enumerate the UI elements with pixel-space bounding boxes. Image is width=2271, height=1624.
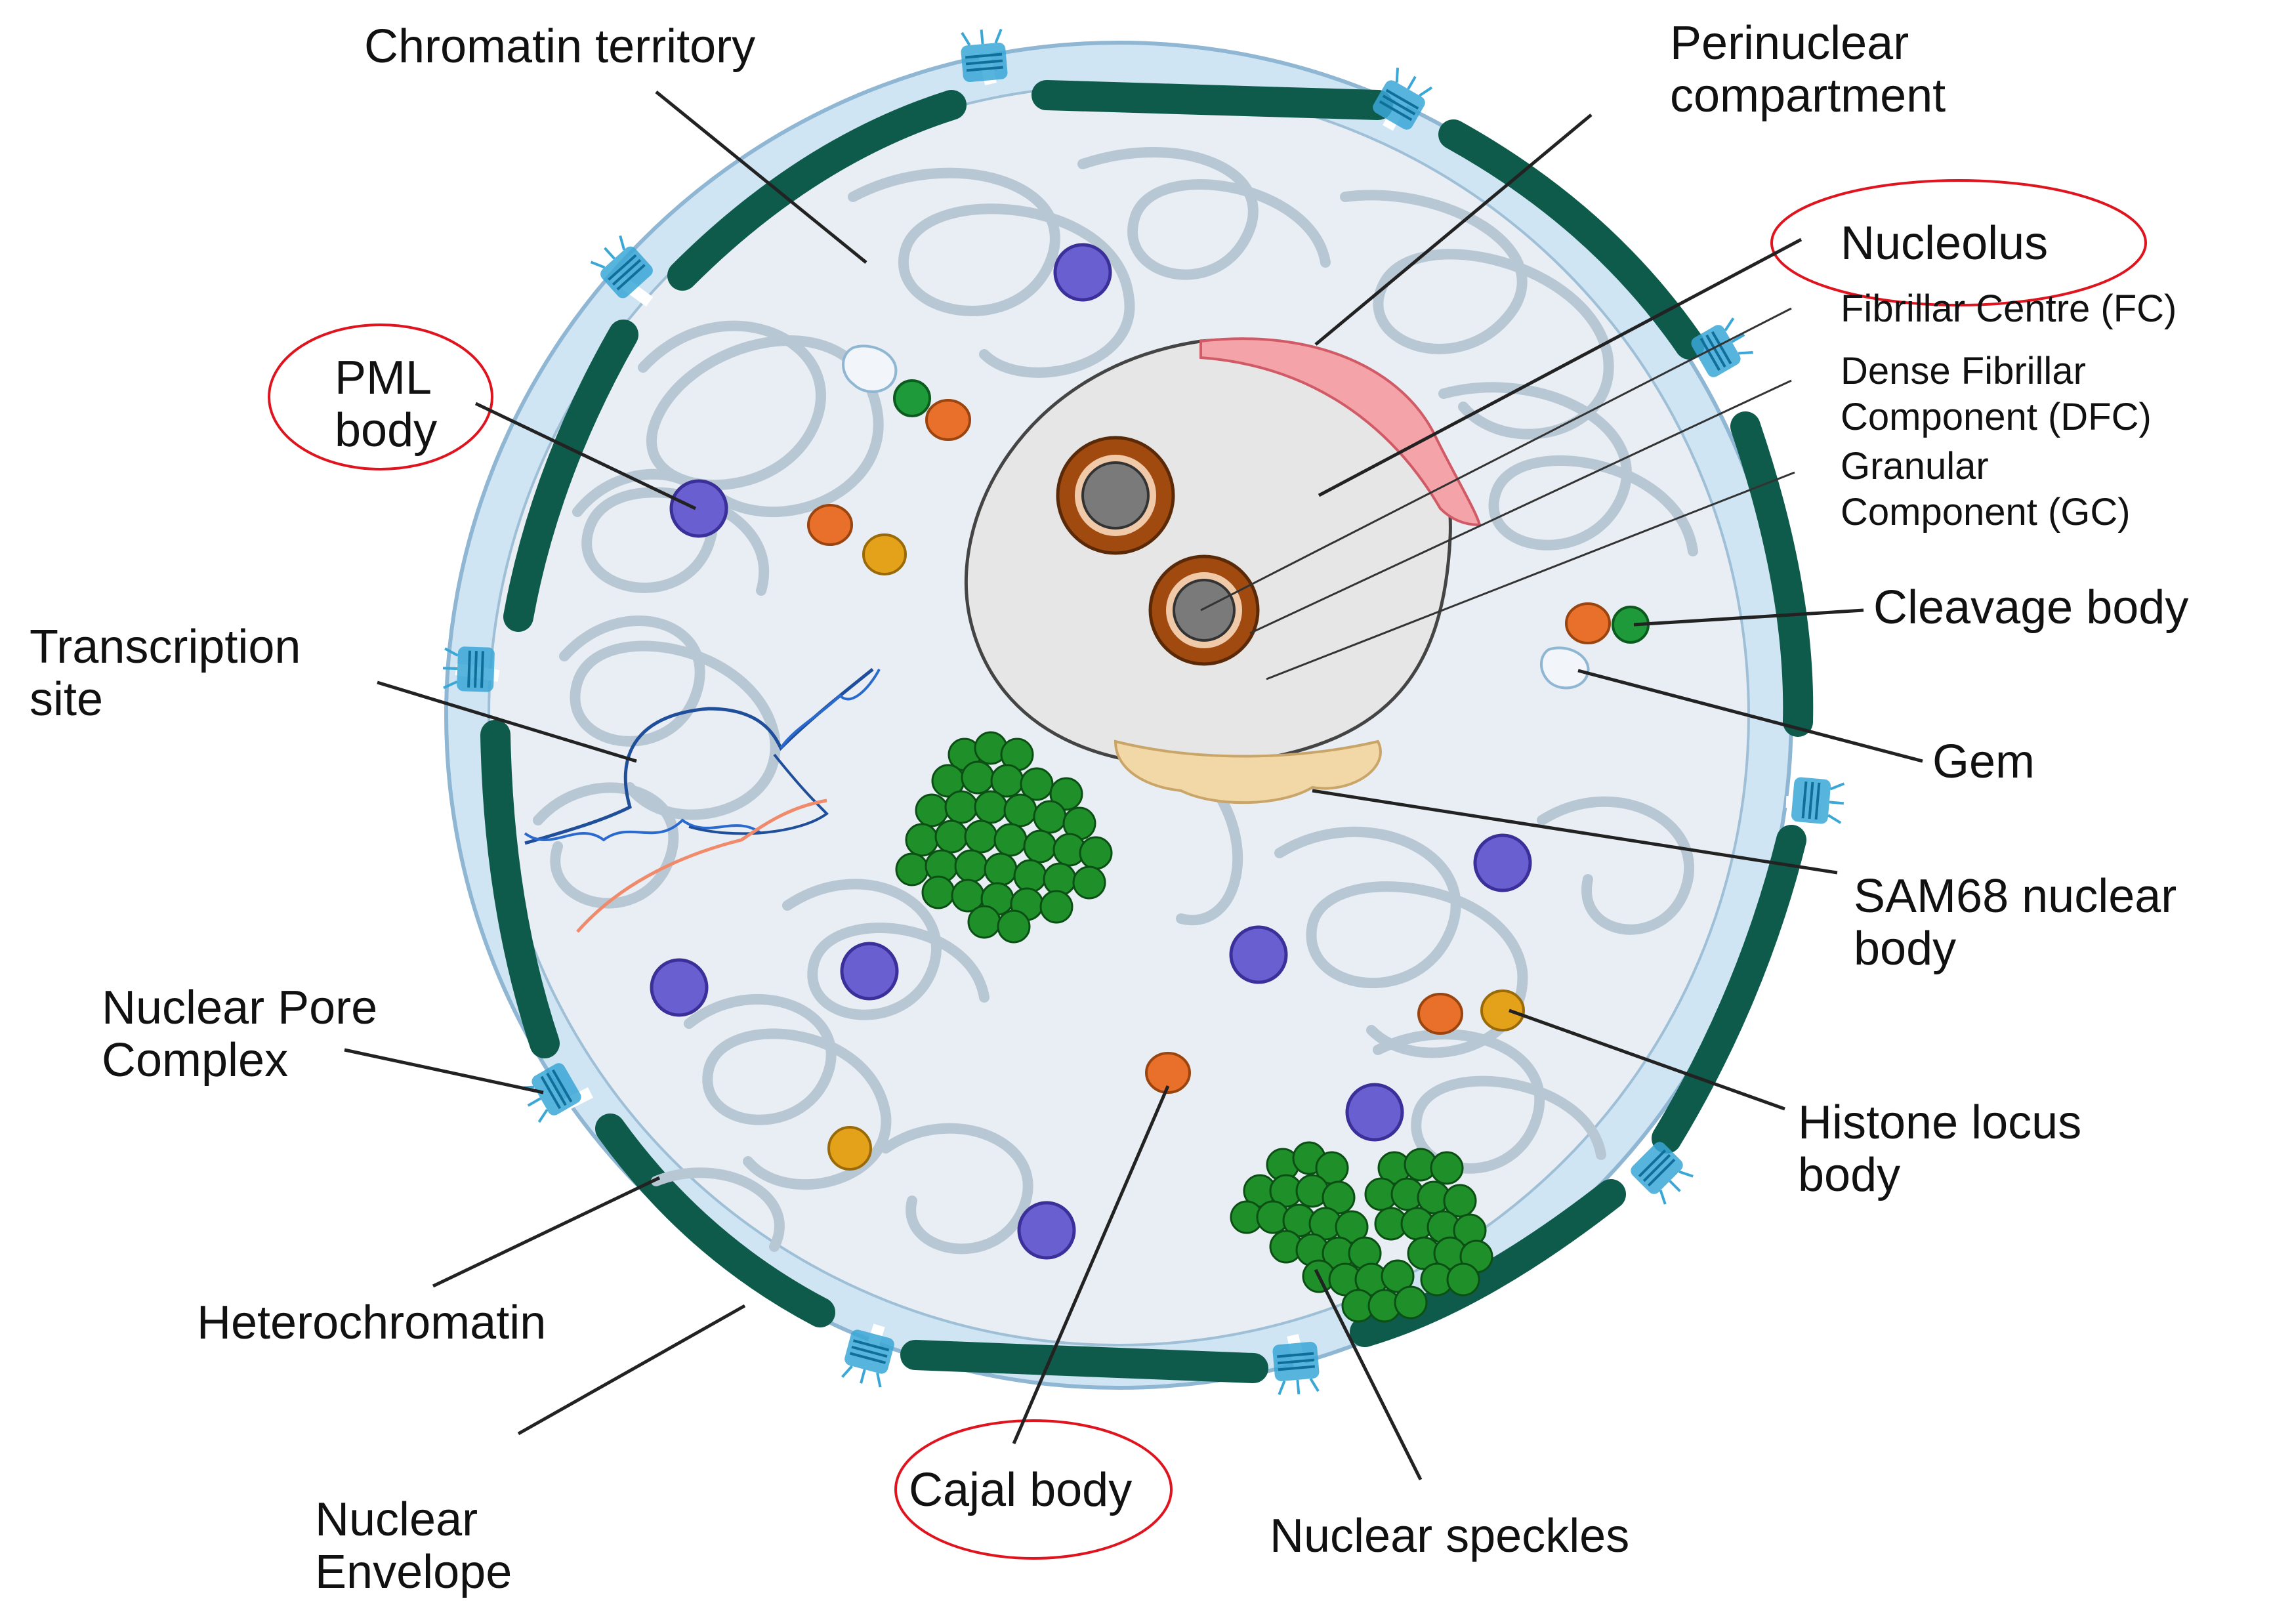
pml-body <box>840 942 899 1001</box>
highlight-cajal-body <box>894 1419 1173 1560</box>
label-nucleolus: Nucleolus <box>1841 217 2048 270</box>
label-sam68-1: SAM68 nuclear <box>1854 870 2177 923</box>
label-envelope-1: Nuclear <box>315 1493 478 1546</box>
fibrillar-centre-upper <box>1056 436 1175 555</box>
highlight-nucleolus <box>1770 179 2147 306</box>
label-cajal-body: Cajal body <box>909 1464 1132 1516</box>
highlight-pml-body <box>268 323 493 470</box>
histone-locus-body <box>827 1126 872 1171</box>
label-sam68-2: body <box>1854 923 1956 975</box>
label-histone-2: body <box>1798 1149 1900 1201</box>
nuclear-pores <box>442 28 1845 1396</box>
histone-locus-body <box>1480 989 1525 1031</box>
sam68-nuclear-body <box>1114 739 1382 804</box>
cajal-body <box>925 399 971 441</box>
label-perinuclear-1: Perinuclear <box>1670 17 1909 70</box>
pml-bodies <box>650 243 1532 1260</box>
nuclear-pore-icon <box>961 28 1008 83</box>
nuclear-speckles-cluster-upper <box>895 731 1113 944</box>
label-chromatin-territory: Chromatin territory <box>364 20 755 73</box>
pml-body <box>1345 1083 1404 1142</box>
nuclear-pore-icon <box>1373 68 1433 130</box>
label-transcription-2: site <box>30 673 103 726</box>
label-pml-1: PML <box>335 352 432 404</box>
label-npc-2: Complex <box>102 1034 288 1087</box>
nuclear-pore-icon <box>1691 317 1753 377</box>
pml-body <box>650 958 709 1017</box>
transcription-site <box>524 668 881 933</box>
pml-body <box>1473 833 1532 892</box>
label-perinuclear-2: compartment <box>1670 70 1946 122</box>
label-cleavage-body: Cleavage body <box>1873 581 2188 634</box>
label-envelope-2: Envelope <box>315 1546 512 1598</box>
label-dfc-1: Dense Fibrillar <box>1841 350 2086 392</box>
label-gc-2: Component (GC) <box>1841 491 2131 533</box>
cajal-body <box>1565 602 1611 644</box>
nuclear-pore-icon <box>1791 777 1845 824</box>
nuclear-pore-icon <box>1631 1142 1694 1205</box>
label-pml-2: body <box>335 404 437 457</box>
pml-body <box>1053 243 1112 302</box>
nuclear-speckles-cluster-lower <box>1230 1141 1493 1323</box>
label-gem: Gem <box>1932 736 2035 788</box>
cajal-body <box>1145 1052 1191 1094</box>
cajal-bodies <box>807 399 1611 1094</box>
gem-body <box>1540 646 1590 690</box>
label-transcription-1: Transcription <box>30 621 301 673</box>
histone-locus-bodies <box>827 533 1525 1171</box>
label-histone-1: Histone locus <box>1798 1096 2081 1149</box>
highlight-ellipses <box>268 179 2147 1560</box>
nuclear-pore-icon <box>519 1063 581 1123</box>
pml-body <box>669 479 728 538</box>
label-heterochromatin: Heterochromatin <box>197 1297 546 1349</box>
nuclear-pore-icon <box>442 646 495 692</box>
nucleolus <box>965 337 1482 804</box>
pml-body <box>1229 925 1288 984</box>
gem-body <box>842 344 898 393</box>
nuclear-pore-icon <box>841 1329 894 1388</box>
heterochromatin-bands <box>480 80 1814 1383</box>
label-gc-1: Granular <box>1841 445 1989 488</box>
perinuclear-compartment <box>1199 337 1482 527</box>
cajal-body <box>807 504 853 546</box>
fibrillar-centre-lower <box>1148 554 1260 666</box>
gems <box>842 344 1590 690</box>
cleavage-body <box>893 379 931 417</box>
histone-locus-body <box>862 533 907 575</box>
label-nuclear-speckles: Nuclear speckles <box>1270 1510 1629 1562</box>
nuclear-pore-icon <box>1272 1341 1320 1396</box>
nuclear-pore-icon <box>590 235 653 299</box>
cajal-body <box>1417 993 1463 1035</box>
pml-body <box>1017 1201 1076 1260</box>
label-fibrillar-centre: Fibrillar Centre (FC) <box>1841 287 2177 330</box>
label-dfc-2: Component (DFC) <box>1841 396 2152 438</box>
leader-lines <box>344 91 1923 1481</box>
label-npc-1: Nuclear Pore <box>102 982 377 1034</box>
